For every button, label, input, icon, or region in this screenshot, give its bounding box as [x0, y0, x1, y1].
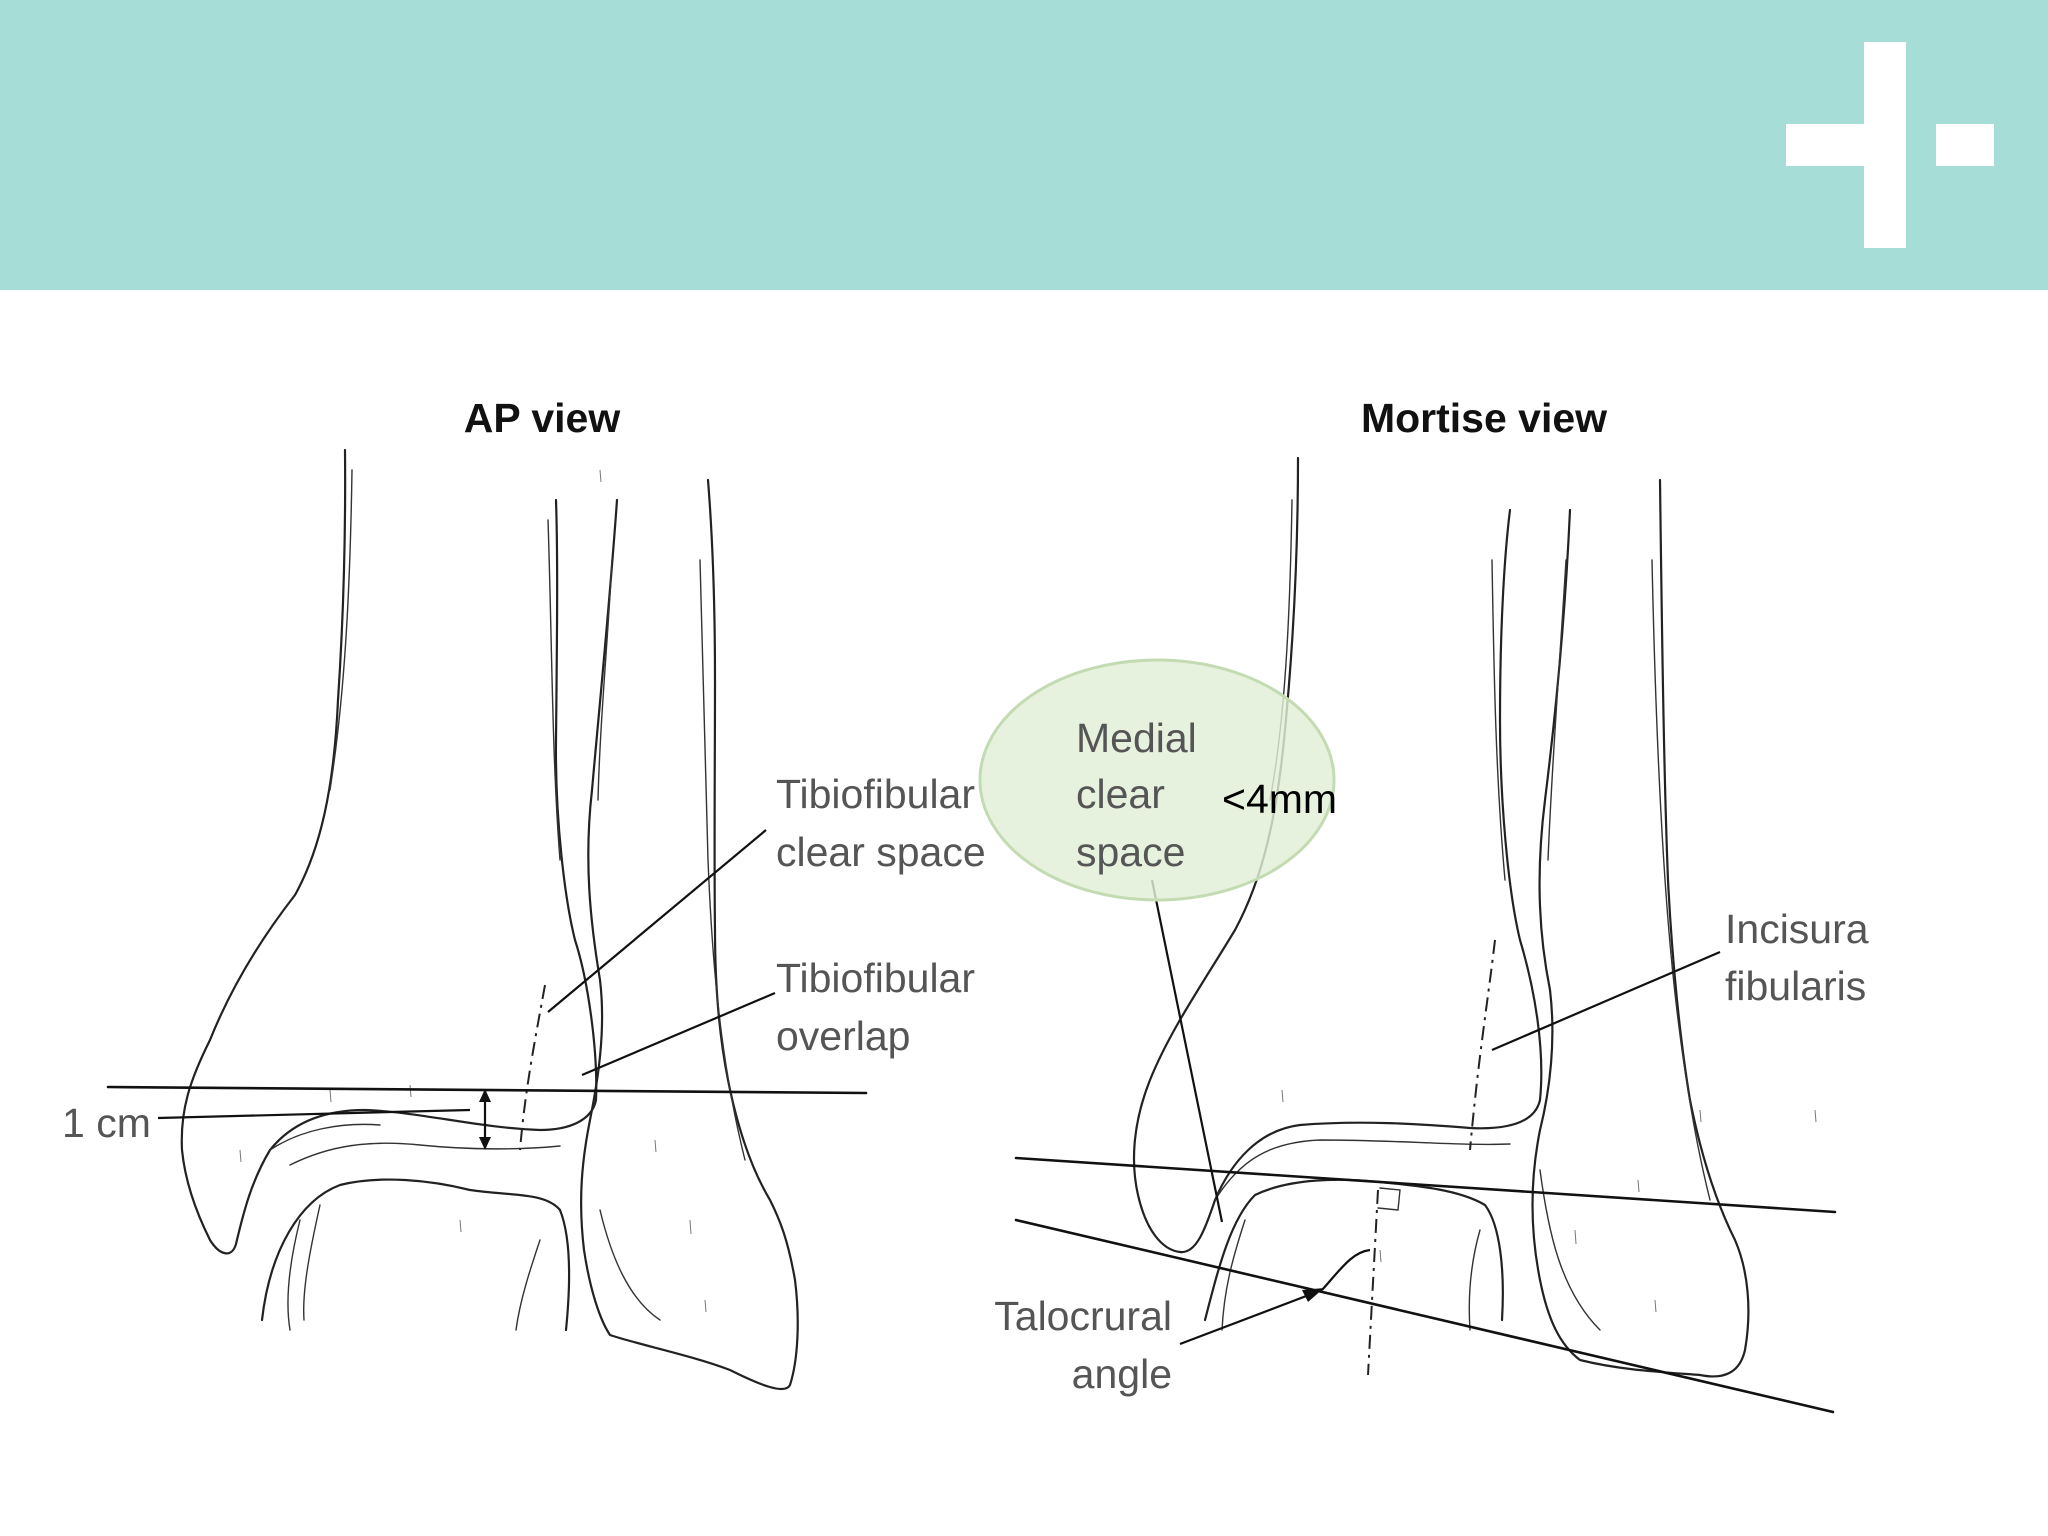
incisura-fibularis-label: Incisura	[1725, 906, 1869, 952]
medial-clear-space-limit: <4mm	[1222, 776, 1337, 822]
header-banner	[0, 0, 2048, 290]
talocrural-angle-label: Talocrural	[994, 1293, 1172, 1339]
tibiofibular-clear-space-label-line2: clear space	[776, 829, 986, 875]
talocrural-angle-label-line2: angle	[1072, 1351, 1172, 1397]
medial-clear-space-label: Medial	[1076, 715, 1197, 761]
ap-tibia-outline	[180, 448, 598, 1255]
ap-view-title: AP view	[464, 395, 621, 441]
one-cm-label: 1 cm	[62, 1100, 151, 1146]
tibiofibular-overlap-label: Tibiofibular	[776, 955, 975, 1001]
ap-talus-outline	[260, 1178, 571, 1332]
mortise-fibula-outline	[1531, 478, 1750, 1378]
ap-view-illustration	[106, 448, 868, 1390]
medial-clear-space-highlight	[978, 658, 1336, 902]
plus-minus-icon	[1786, 42, 1994, 248]
medial-clear-space-label-line2: clear	[1076, 771, 1165, 817]
medial-clear-space-label-line3: space	[1076, 829, 1185, 875]
ap-fibula-outline	[580, 478, 799, 1390]
incisura-fibularis-label-line2: fibularis	[1725, 963, 1866, 1009]
tibiofibular-overlap-label-line2: overlap	[776, 1013, 910, 1059]
tibiofibular-clear-space-label: Tibiofibular	[776, 771, 975, 817]
mortise-view-illustration	[1014, 456, 1837, 1414]
mortise-view-title: Mortise view	[1361, 395, 1607, 441]
